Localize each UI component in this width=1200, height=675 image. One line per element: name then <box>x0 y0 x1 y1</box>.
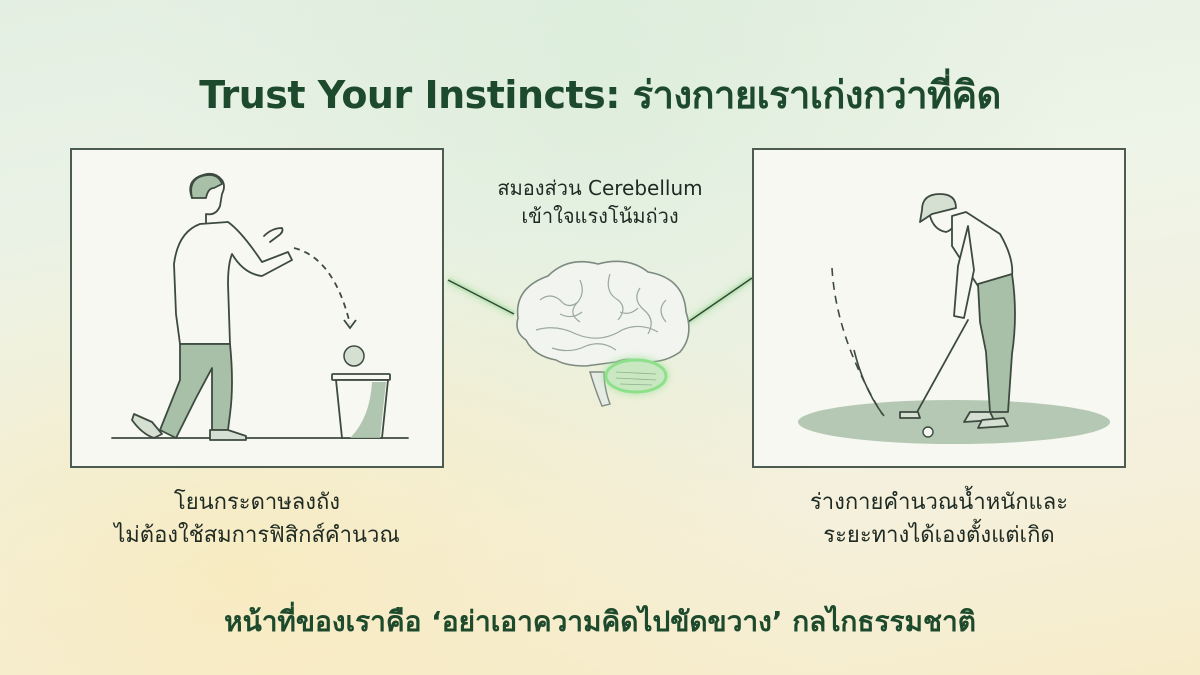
right-illustration-panel <box>752 148 1126 468</box>
bottom-message: หน้าที่ของเราคือ ‘อย่าเอาความคิดไปขัดขวา… <box>224 605 976 638</box>
right-caption-line1: ร่างกายคำนวณน้ำหนักและ <box>809 490 1069 515</box>
left-caption-line1: โยนกระดาษลงถัง <box>173 490 341 515</box>
cerebellum-label: สมองส่วน Cerebellum เข้าใจแรงโน้มถ่วง <box>450 174 750 230</box>
cerebellum-label-line2: เข้าใจแรงโน้มถ่วง <box>521 204 679 228</box>
person-throwing-paper-icon <box>111 172 409 441</box>
left-caption-line2: ไม่ต้องใช้สมการฟิสิกส์คำนวณ <box>114 523 400 548</box>
brain-icon <box>446 260 754 407</box>
left-illustration-panel <box>70 148 444 468</box>
cerebellum-label-line1: สมองส่วน Cerebellum <box>497 176 703 200</box>
right-caption: ร่างกายคำนวณน้ำหนักและ ระยะทางได้เองตั้ง… <box>719 486 1159 552</box>
page-title: Trust Your Instincts: ร่างกายเราเก่งกว่า… <box>199 73 1001 117</box>
left-caption: โยนกระดาษลงถัง ไม่ต้องใช้สมการฟิสิกส์คำน… <box>37 486 477 552</box>
right-caption-line2: ระยะทางได้เองตั้งแต่เกิด <box>823 523 1055 548</box>
golfer-putting-icon <box>798 193 1110 444</box>
